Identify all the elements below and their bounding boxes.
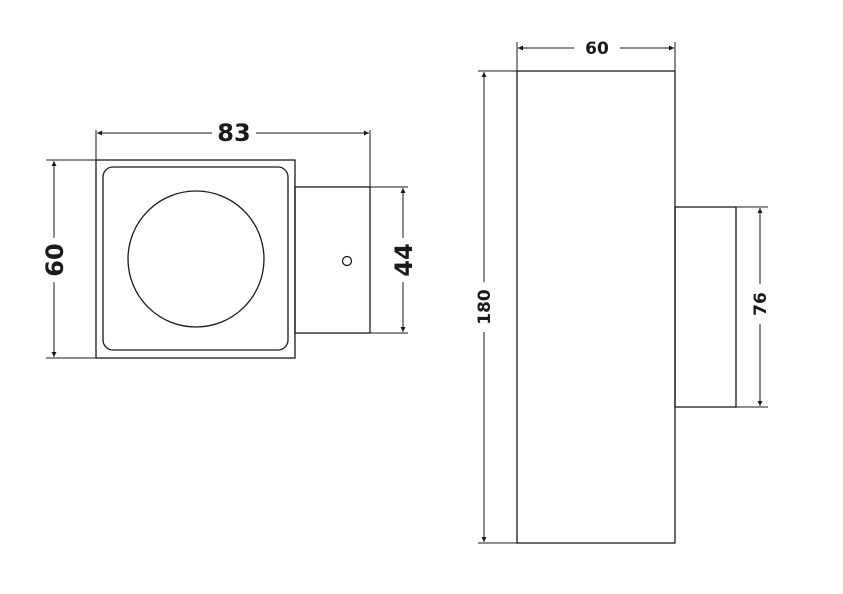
front-body-outline (95, 159, 296, 359)
front-width-label: 83 (217, 119, 250, 147)
lens-circle (127, 190, 265, 328)
side-height-label: 180 (475, 289, 495, 325)
front-height-dimension: 60 (40, 159, 96, 359)
side-bracket-height-label: 76 (751, 292, 771, 316)
side-bracket-outline (674, 206, 737, 408)
side-body-outline (516, 70, 676, 544)
side-view: 60 180 76 (472, 36, 772, 544)
side-width-dimension: 60 (516, 36, 676, 71)
side-bracket-height-dimension: 76 (736, 206, 772, 408)
front-bracket-height-dimension: 44 (370, 186, 418, 334)
side-width-label: 60 (585, 39, 609, 59)
front-inner-rounded-square (102, 166, 289, 351)
front-bracket-height-label: 44 (390, 243, 418, 276)
front-bracket-outline (294, 186, 371, 334)
side-height-dimension: 180 (472, 70, 517, 544)
screw-hole (341, 255, 353, 267)
front-width-dimension: 83 (95, 118, 371, 187)
front-height-label: 60 (41, 243, 69, 276)
front-view: 83 60 44 (40, 118, 418, 359)
